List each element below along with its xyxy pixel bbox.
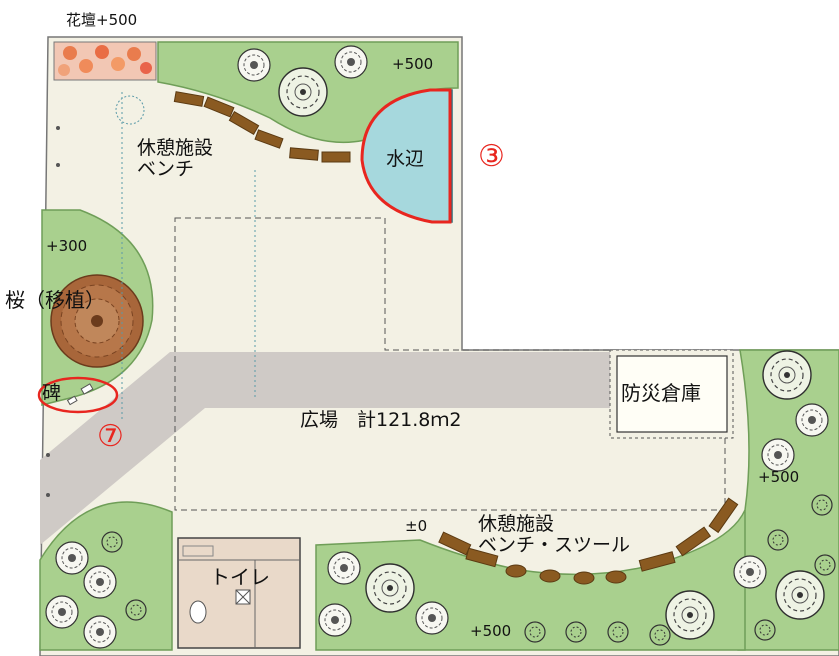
marker-waterside: ③ xyxy=(478,139,505,174)
bench-top xyxy=(173,91,351,163)
label-elev-top: +500 xyxy=(392,55,434,73)
flower-dots xyxy=(58,45,152,76)
monument-highlight xyxy=(37,376,119,414)
walkway xyxy=(40,352,612,545)
label-cherry: 桜（移植） xyxy=(5,288,105,312)
site-base xyxy=(39,36,839,656)
label-monument: 碑 xyxy=(42,382,62,404)
label-storage: 防災倉庫 xyxy=(621,381,701,405)
bench-bottom xyxy=(438,497,739,585)
label-rest-bench-top: 休憩施設 ベンチ xyxy=(137,137,214,180)
label-plaza: 広場 計121.8ｍ2 xyxy=(300,409,462,431)
label-elev-bottom: +500 xyxy=(470,622,512,640)
marker-monument: ⑦ xyxy=(97,419,124,454)
water-highlight xyxy=(360,88,452,224)
label-toilet: トイレ xyxy=(210,565,270,589)
label-elev-right: +500 xyxy=(758,468,800,486)
label-waterside: 水辺 xyxy=(386,148,425,170)
label-rest-bench-bottom: 休憩施設 ベンチ・スツール xyxy=(478,513,631,556)
cherry-tree xyxy=(50,274,144,368)
label-elev-zero: ±0 xyxy=(405,517,428,535)
label-elev-left: +300 xyxy=(46,237,88,255)
label-flowerbed: 花壇+500 xyxy=(66,11,138,29)
